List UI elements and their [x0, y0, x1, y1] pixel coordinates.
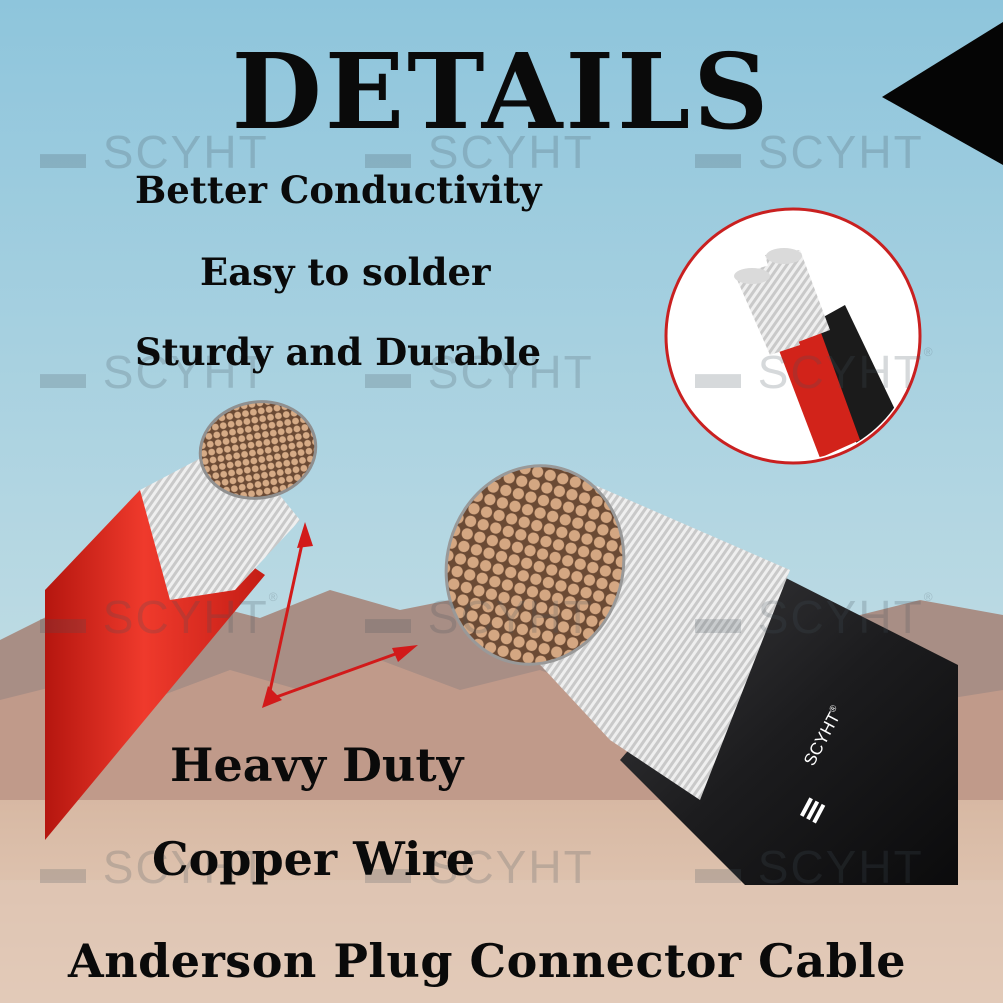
- watermark: ▬ SCYHT: [365, 126, 594, 178]
- watermark: ▬ SCYHT®: [695, 345, 935, 398]
- feature-heavy-duty: Heavy Duty: [170, 738, 464, 792]
- feature-conductivity: Better Conductivity: [135, 168, 542, 212]
- black-cable: [444, 464, 958, 885]
- twin-cable-inset: [664, 207, 922, 465]
- arrow-icon: [262, 522, 418, 708]
- footer-product-name: Anderson Plug Connector Cable: [68, 934, 906, 988]
- feature-solder: Easy to solder: [200, 250, 491, 294]
- watermark: ▬ SCYHT: [695, 841, 924, 893]
- watermark: ▬ SCYHT: [695, 126, 924, 178]
- watermark: ▬ SCYHT®: [40, 590, 280, 643]
- watermark: ▬ SCYHT: [365, 346, 594, 398]
- watermark: ▬ SCYHT: [40, 841, 269, 893]
- triangle-pointer-icon: [882, 22, 1003, 165]
- watermark: ▬ SCYHT: [40, 126, 269, 178]
- watermark: ▬ SCYHT®: [695, 590, 935, 643]
- watermark: ▬ SCYHT: [40, 346, 269, 398]
- red-cable: [45, 400, 318, 840]
- watermark: ▬ SCYHT: [365, 841, 594, 893]
- watermark: ▬ SCYHT: [365, 591, 594, 643]
- brand-logo-icon: [800, 797, 826, 824]
- page-title: DETAILS: [231, 30, 772, 153]
- feature-durable: Sturdy and Durable: [135, 330, 542, 374]
- feature-copper-wire: Copper Wire: [152, 832, 475, 886]
